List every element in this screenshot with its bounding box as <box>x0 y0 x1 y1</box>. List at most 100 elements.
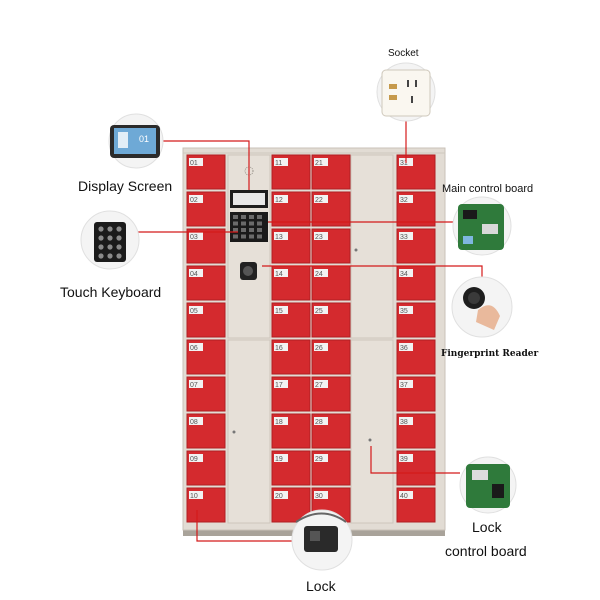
cabinet-keypad-keys <box>233 215 262 239</box>
locker-number: 03 <box>190 234 198 241</box>
locker-number-tag <box>314 195 328 203</box>
locker-door-02 <box>186 191 226 227</box>
keypad-key <box>241 215 246 219</box>
keypad-key <box>257 221 262 226</box>
keypad-thumb-key <box>98 253 104 259</box>
large-locker-lower <box>350 339 394 524</box>
power-socket-photo-icon <box>376 62 436 122</box>
leader-lock-board <box>370 446 460 474</box>
keypad-thumb-key <box>116 253 122 259</box>
circuit-board-photo-icon-lock <box>459 456 517 514</box>
circuit-board-photo-icon <box>452 196 512 256</box>
locker-number-tag <box>274 195 288 203</box>
locker-number-tag <box>189 454 203 462</box>
locker-number: 28 <box>315 419 323 426</box>
large-locker-keyhole-upper <box>354 248 358 252</box>
display-screen-readout: 01 <box>139 134 149 144</box>
locker-number: 38 <box>400 419 408 426</box>
locker-number: 06 <box>190 345 198 352</box>
keypad-key <box>257 215 262 219</box>
keypad-thumb-key <box>98 226 104 232</box>
locker-number-tag <box>189 195 203 203</box>
label-fingerprint-reader: Fingerprint Reader <box>441 349 539 359</box>
locker-number-tag <box>399 343 413 351</box>
keypad-key <box>249 228 254 232</box>
keypad-thumb-key <box>107 244 113 250</box>
locker-number-tag <box>274 306 288 314</box>
locker-number: 25 <box>315 308 323 315</box>
locker-number: 07 <box>190 382 198 389</box>
locker-number: 05 <box>190 308 198 315</box>
leader-display-screen <box>162 140 250 190</box>
keypad-thumb-key <box>116 226 122 232</box>
keypad-key <box>233 215 238 219</box>
label-lock-control-board-2: control board <box>445 543 527 559</box>
large-locker-keyhole-lower <box>368 438 372 442</box>
locker-number: 11 <box>275 160 282 167</box>
locker-number-tag <box>314 454 328 462</box>
locker-number-tag <box>189 232 203 240</box>
locker-number-tag <box>314 158 328 166</box>
locker-number-tag <box>399 269 413 277</box>
locker-number: 04 <box>190 271 198 278</box>
keypad-photo-icon <box>80 210 140 270</box>
keypad-thumb-key <box>116 235 122 241</box>
locker-number-tag <box>274 491 288 499</box>
keypad-key <box>233 221 238 226</box>
locker-number-tag <box>274 380 288 388</box>
keypad-thumb-key <box>98 244 104 250</box>
electronic-lock-photo-icon <box>291 509 353 571</box>
locker-number: 31 <box>400 160 408 167</box>
keypad-thumb-key <box>116 244 122 250</box>
keypad-thumb-key <box>107 253 113 259</box>
locker-number: 32 <box>400 197 408 204</box>
locker-number: 18 <box>275 419 283 426</box>
locker-number-tag <box>399 306 413 314</box>
leader-lock <box>196 510 300 542</box>
locker-number: 36 <box>400 345 408 352</box>
label-lock: Lock <box>306 578 336 594</box>
locker-number: 17 <box>275 382 283 389</box>
locker-number: 15 <box>275 308 283 315</box>
locker-number-tag <box>274 269 288 277</box>
locker-door-15 <box>271 302 311 338</box>
locker-number-tag <box>399 417 413 425</box>
locker-number-tag <box>314 343 328 351</box>
locker-number: 34 <box>400 271 408 278</box>
locker-number: 33 <box>400 234 408 241</box>
keypad-key <box>233 234 238 239</box>
large-locker-upper <box>350 154 394 339</box>
keypad-key <box>241 221 246 226</box>
locker-number-tag <box>399 491 413 499</box>
keypad-key <box>249 221 254 226</box>
label-lock-control-board-1: Lock <box>472 519 502 535</box>
locker-number-tag <box>399 454 413 462</box>
keypad-key <box>249 215 254 219</box>
locker-number: 29 <box>315 456 323 463</box>
locker-number-tag <box>189 380 203 388</box>
keypad-thumb-key <box>107 235 113 241</box>
locker-number-tag <box>399 232 413 240</box>
fingerprint-finger-photo-icon <box>451 276 513 338</box>
locker-number: 35 <box>400 308 408 315</box>
locker-number-tag <box>399 195 413 203</box>
cabinet-fingerprint-sensor <box>243 266 253 276</box>
locker-number: 01 <box>190 160 198 167</box>
keypad-thumb-key <box>107 226 113 232</box>
keypad-key <box>241 234 246 239</box>
keypad-key <box>257 234 262 239</box>
locker-number: 16 <box>275 345 283 352</box>
label-display-screen: Display Screen <box>78 178 173 194</box>
display-screen-photo-icon: 01 <box>108 113 164 169</box>
locker-number-tag <box>314 491 328 499</box>
cabinet-display-glass <box>233 193 265 205</box>
locker-number-tag <box>399 380 413 388</box>
locker-number-tag <box>189 158 203 166</box>
locker-door-07 <box>186 376 226 412</box>
locker-number: 27 <box>315 382 323 389</box>
locker-number: 10 <box>190 493 198 500</box>
locker-number: 14 <box>275 271 283 278</box>
label-touch-keyboard: Touch Keyboard <box>60 284 162 300</box>
locker-number-tag <box>189 417 203 425</box>
